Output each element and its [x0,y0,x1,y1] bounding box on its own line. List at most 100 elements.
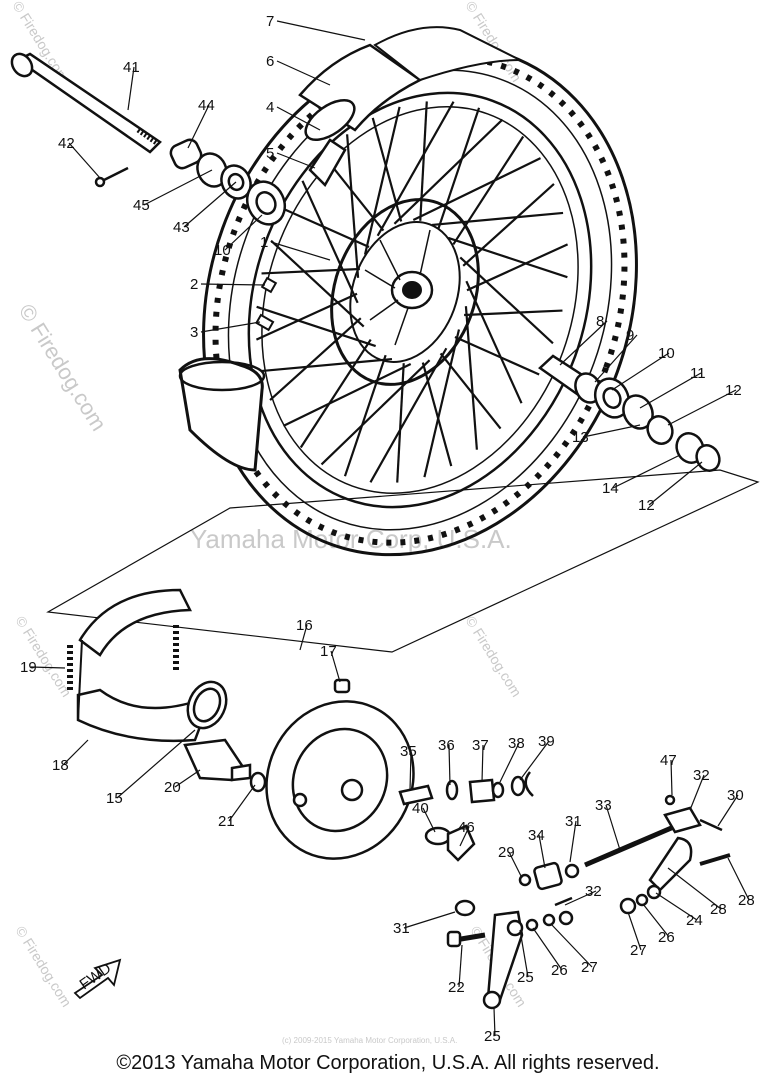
spoke [396,363,405,483]
leader-line-32 [689,774,705,811]
part-label-16: 16 [296,617,313,634]
spoke [423,329,461,478]
leader-line-1 [270,241,331,261]
leader-line-8 [559,320,608,366]
part-label-26: 26 [551,962,568,979]
part-label-1: 1 [260,234,268,251]
part-label-37: 37 [472,737,489,754]
part-label-44: 44 [198,97,215,114]
spoke [284,208,370,249]
explode-outline [46,469,760,653]
leader-line-37 [481,744,484,783]
leader-line-2 [200,283,266,286]
leader-line-19 [30,666,66,669]
spoke [464,309,563,317]
part-label-14: 14 [602,480,619,497]
leader-line-10 [224,214,263,251]
part-label-46: 46 [458,819,475,836]
part-label-31: 31 [565,813,582,830]
part-label-27: 27 [581,959,598,976]
leader-line-35 [409,750,412,791]
part-label-21: 21 [218,813,235,830]
part-label-45: 45 [133,197,150,214]
part-label-28: 28 [738,892,755,909]
leader-line-9 [594,334,638,383]
part-label-22: 22 [448,979,465,996]
part-label-43: 43 [173,219,190,236]
spoke-nipples [255,276,278,332]
leader-line-25 [519,929,529,978]
leader-line-36 [448,744,451,786]
part-label-12: 12 [725,382,742,399]
spoke [343,354,387,477]
part-label-6: 6 [266,53,274,70]
spoke [346,134,360,278]
part-label-25: 25 [484,1028,501,1045]
leader-line-30 [717,794,739,827]
leader-line-46 [459,826,470,847]
leader-line-16 [299,624,308,651]
spoke [270,239,365,328]
part-label-32: 32 [585,883,602,900]
leader-line-26 [532,927,563,971]
tire-tube-section [298,26,521,188]
spoke [431,211,564,227]
front-axle [10,52,287,226]
spoke [419,101,428,221]
leader-line-45 [143,169,213,206]
part-label-38: 38 [508,735,525,752]
spoke [412,157,542,222]
part-label-7: 7 [266,13,274,30]
leader-line-24 [655,892,698,921]
watermark-firedog-bottom-left: © Firedog.com [12,923,74,1010]
leader-line-22 [458,944,463,988]
spoke [437,107,481,230]
watermark-small: (c) 2009-2015 Yamaha Motor Corporation, … [282,1036,457,1045]
spoke [255,292,358,341]
watermark-firedog-left: © Firedog.com [14,299,112,435]
spoke [320,359,431,466]
part-label-11: 11 [690,365,706,382]
leader-line-38 [499,742,520,783]
part-label-31: 31 [393,920,410,937]
leader-line-18 [62,739,89,766]
part-label-9: 9 [626,327,634,344]
part-label-15: 15 [106,790,123,807]
part-label-26: 26 [658,929,675,946]
part-label-10: 10 [214,242,231,259]
spoke [462,183,555,267]
leader-line-14 [612,454,681,489]
leader-line-44 [187,104,210,149]
leader-line-12 [648,461,703,506]
leader-line-27 [550,923,593,968]
part-label-47: 47 [660,752,677,769]
part-label-33: 33 [595,797,612,814]
part-label-18: 18 [52,757,69,774]
copyright-footer: ©2013 Yamaha Motor Corporation, U.S.A. A… [116,1052,660,1074]
part-label-32: 32 [693,767,710,784]
wheel-spokes [255,101,569,483]
leader-line-6 [276,60,331,86]
part-label-39: 39 [538,733,555,750]
spoke [452,135,525,246]
part-label-29: 29 [498,844,515,861]
leader-line-12 [667,389,737,426]
part-label-34: 34 [528,827,545,844]
leader-line-20 [174,769,201,788]
part-label-36: 36 [438,737,455,754]
leader-line-47 [670,759,673,796]
leader-line-21 [228,784,256,822]
spoke [256,305,377,348]
part-label-3: 3 [190,324,198,341]
part-label-41: 41 [123,59,140,76]
spoke [376,101,455,237]
part-label-4: 4 [266,99,274,116]
part-label-40: 40 [412,800,429,817]
spoke [464,306,478,450]
spoke [393,118,504,225]
leader-line-17 [330,650,341,683]
part-label-13: 13 [572,429,589,446]
leader-line-3 [200,321,261,333]
leader-line-43 [183,181,237,228]
